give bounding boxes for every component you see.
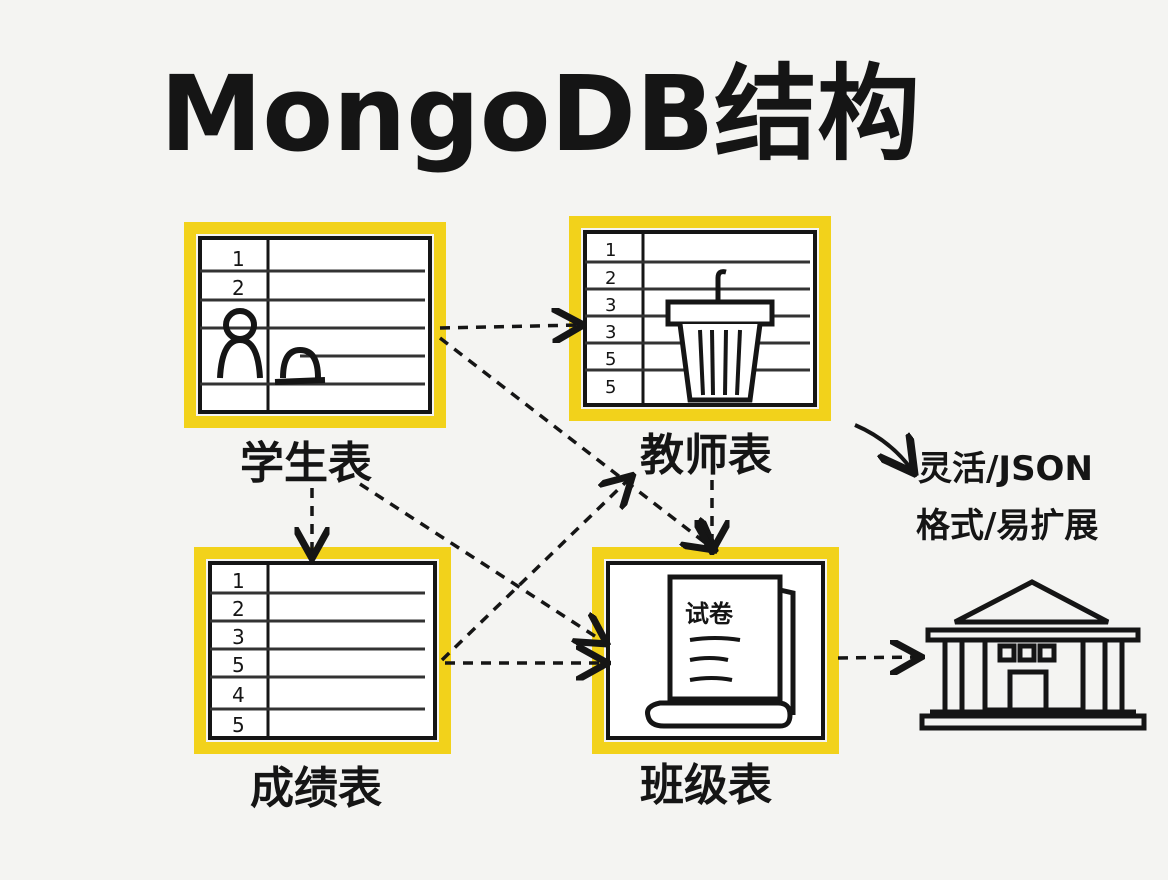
row-number: 3 (605, 322, 616, 343)
row-number: 3 (605, 295, 616, 316)
student-table-label: 学生表 (240, 438, 372, 489)
arrow-class-to-building (837, 657, 918, 658)
row-number: 5 (232, 713, 245, 737)
row-number: 5 (605, 349, 616, 370)
arrow-student-to-class-2 (359, 482, 604, 642)
note-line-1: 灵活/JSON (918, 449, 1093, 489)
building-icon (919, 579, 1147, 731)
row-number: 5 (232, 653, 245, 677)
curved-arrow (854, 423, 912, 470)
row-number: 1 (232, 247, 245, 271)
class-table: 试卷 (592, 547, 839, 754)
exam-paper-title: 试卷 (685, 600, 734, 628)
row-number: 2 (232, 276, 245, 300)
row-number: 1 (605, 240, 616, 261)
arrow-score-to-teacher (440, 478, 630, 662)
note-line-2: 格式/易扩展 (916, 506, 1098, 546)
relation-arrows (312, 325, 918, 663)
class-table-label: 班级表 (640, 760, 772, 811)
score-table: 1 2 3 5 4 5 (194, 547, 451, 754)
row-number: 5 (605, 377, 616, 398)
teacher-table: 1 2 3 3 5 5 (569, 216, 831, 421)
score-table-label: 成绩表 (250, 763, 382, 814)
teacher-table-label: 教师表 (640, 430, 772, 481)
row-number: 1 (232, 569, 245, 593)
row-number: 4 (232, 683, 245, 707)
people-icon (217, 308, 326, 385)
exam-paper-icon (645, 574, 796, 729)
student-table: 1 2 (184, 222, 446, 428)
arrow-student-to-class (438, 336, 712, 548)
podium-icon (665, 269, 775, 403)
row-number: 3 (232, 625, 245, 649)
diagram-title: MongoDB结构 (160, 53, 920, 175)
row-number: 2 (605, 268, 616, 289)
row-number: 2 (232, 597, 245, 621)
arrow-student-to-teacher (439, 325, 580, 328)
